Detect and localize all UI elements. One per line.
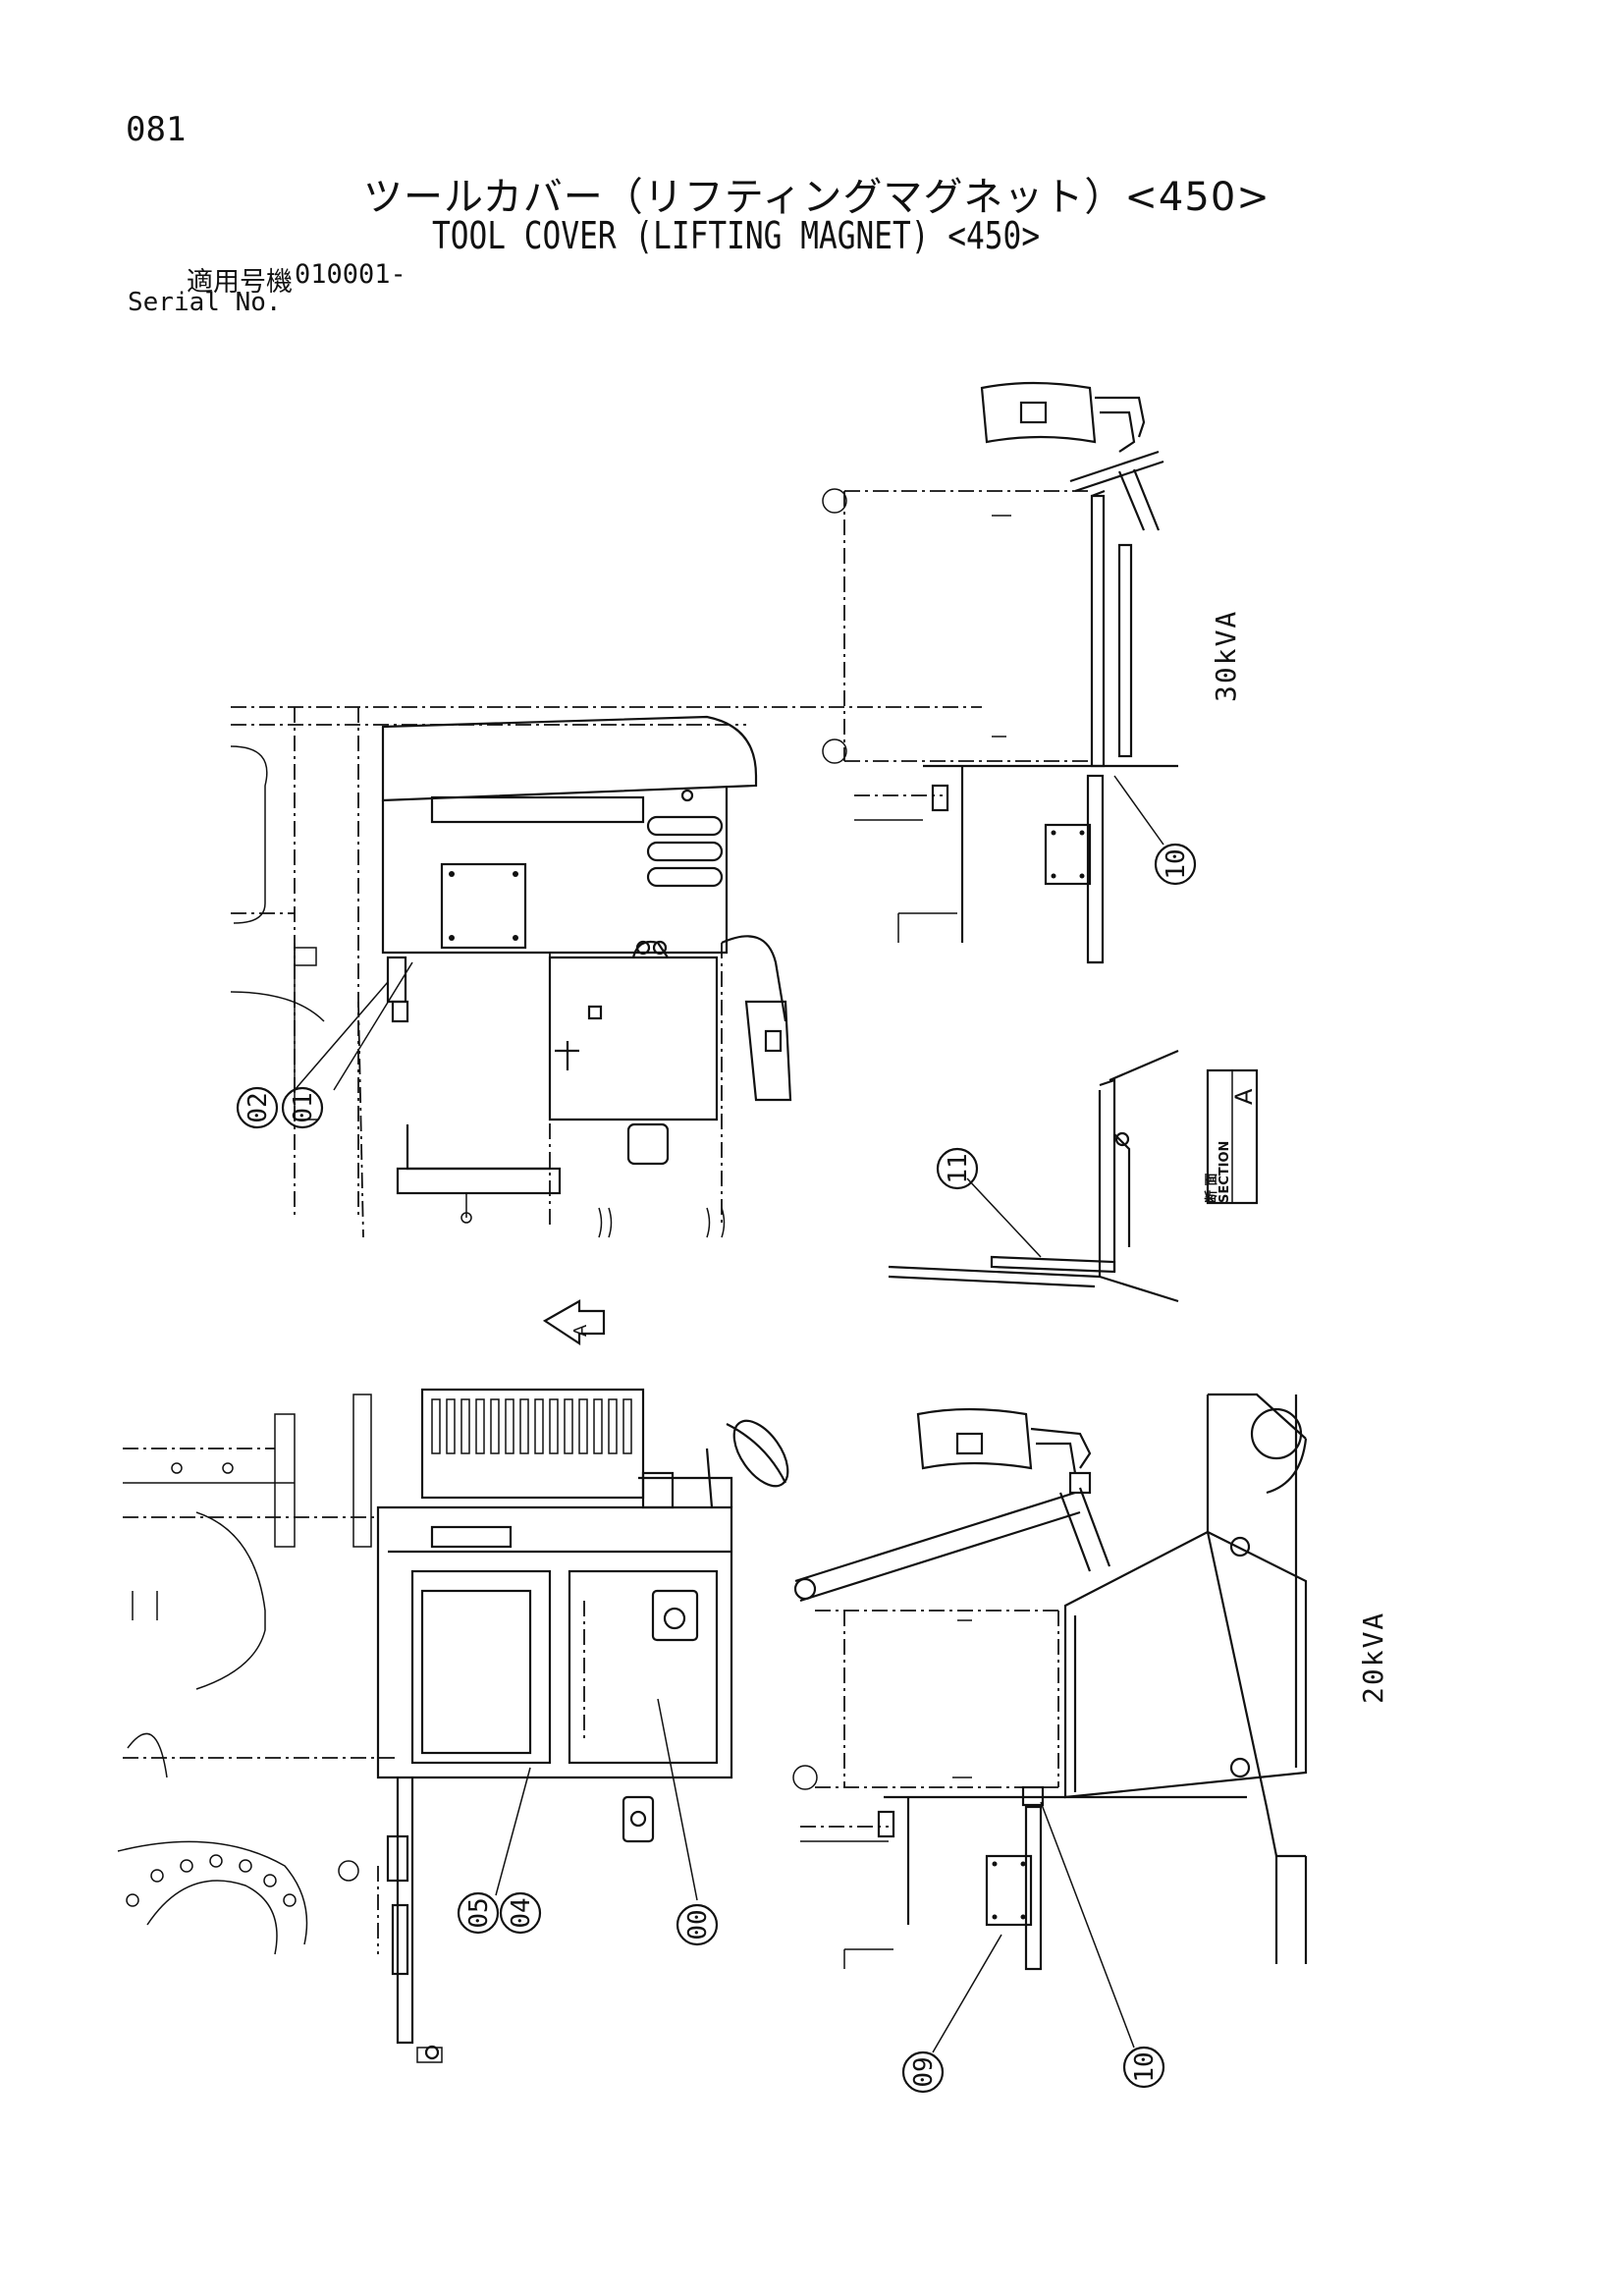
serial-value: 010001-	[295, 259, 406, 290]
grille-slat	[446, 1398, 456, 1454]
section-word: SECTION	[1217, 1141, 1232, 1203]
svg-text:10: 10	[1162, 848, 1191, 879]
svg-text:10: 10	[1130, 2051, 1160, 2082]
grille-slat	[519, 1398, 529, 1454]
callout-00: 00	[676, 1903, 719, 1946]
grille-slat	[578, 1398, 588, 1454]
section-a-view	[888, 1049, 1259, 1303]
grille-slat	[564, 1398, 573, 1454]
title-english: TOOL COVER (LIFTING MAGNET) <450>	[432, 214, 1041, 257]
grille-slat	[534, 1398, 544, 1454]
grille-slat	[460, 1398, 470, 1454]
view-arrow-a	[542, 1299, 606, 1346]
svg-text:01: 01	[289, 1092, 318, 1122]
page-number: 081	[126, 110, 187, 149]
callout-10-upper: 10	[1154, 843, 1197, 886]
view-arrow-letter: A	[570, 1324, 591, 1337]
serial-label-english: Serial No.	[128, 288, 282, 317]
svg-text:00: 00	[683, 1909, 713, 1940]
grille-slat	[431, 1398, 441, 1454]
section-jp: 断 面	[1204, 1173, 1219, 1203]
grille-slat	[549, 1398, 559, 1454]
grille-slat	[608, 1398, 618, 1454]
callout-10-lower: 10	[1122, 2046, 1165, 2089]
grille-slat	[475, 1398, 485, 1454]
callout-11: 11	[936, 1147, 979, 1190]
upper-right-view	[822, 381, 1178, 964]
label-30kva: 30kVA	[1210, 610, 1242, 702]
grille-slat	[505, 1398, 514, 1454]
callout-01: 01	[281, 1086, 324, 1129]
serial-label-japanese: 適用号機	[187, 267, 293, 298]
callout-04: 04	[499, 1891, 542, 1935]
svg-text:04: 04	[507, 1897, 536, 1928]
callout-02: 02	[236, 1086, 279, 1129]
grille-slat	[490, 1398, 500, 1454]
grille-slat	[593, 1398, 603, 1454]
svg-text:05: 05	[464, 1897, 494, 1928]
lower-right-view	[792, 1393, 1308, 2053]
lower-left-view	[117, 1388, 789, 2063]
svg-text:02: 02	[243, 1092, 273, 1122]
svg-text:09: 09	[909, 2056, 939, 2087]
title-japanese: ツールカバー（リフティングマグネット）<450>	[363, 175, 1271, 220]
section-letter: A	[1230, 1088, 1258, 1105]
svg-text:11: 11	[944, 1153, 973, 1183]
callout-09: 09	[901, 2050, 945, 2094]
label-20kva: 20kVA	[1357, 1612, 1389, 1704]
callout-05: 05	[457, 1891, 500, 1935]
upper-left-view	[230, 706, 982, 1238]
grille-slat	[622, 1398, 632, 1454]
callouts: 02 01 10 11 05 04 00 09 10	[236, 843, 1197, 2094]
